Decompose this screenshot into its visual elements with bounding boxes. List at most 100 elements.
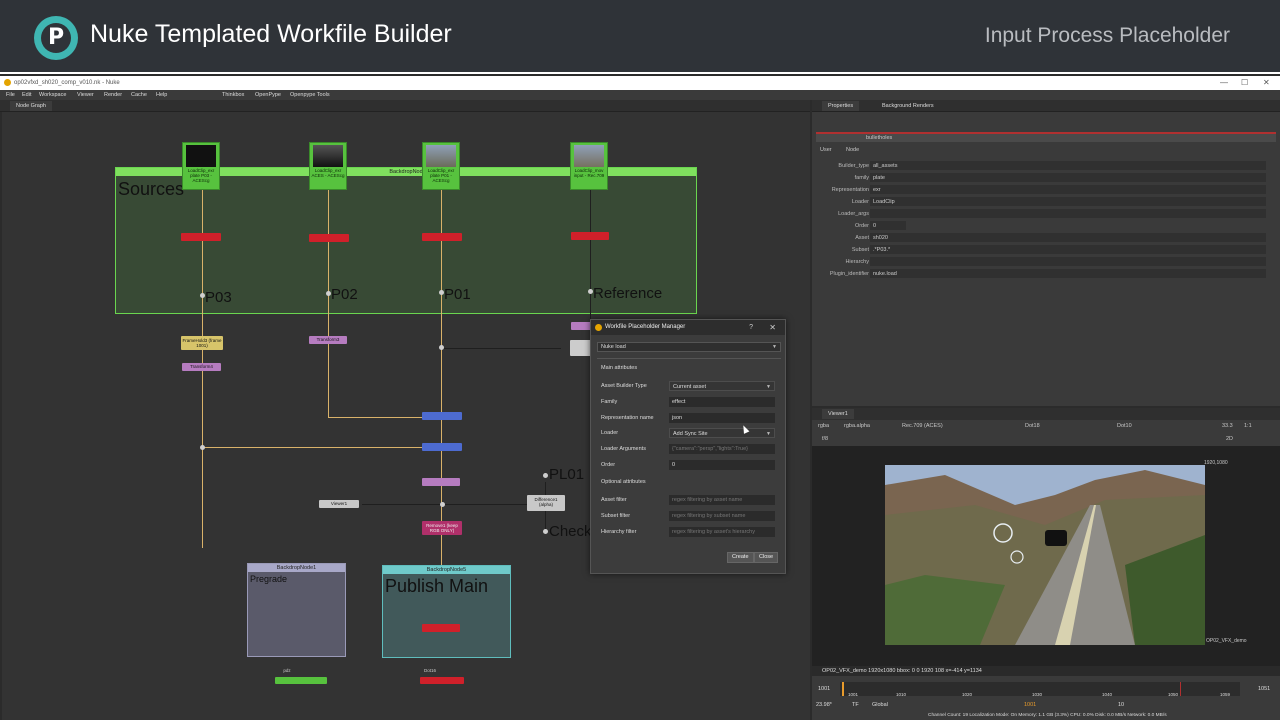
dot-p02[interactable] xyxy=(326,291,331,296)
menu-openpype[interactable]: OpenPype xyxy=(255,92,281,98)
close-button[interactable]: Close xyxy=(754,552,779,563)
zoom-dropdown[interactable]: 33.3 xyxy=(1222,423,1233,429)
red-node-p03[interactable] xyxy=(181,233,221,241)
dot-viewer[interactable] xyxy=(440,502,445,507)
menu-cache[interactable]: Cache xyxy=(131,92,147,98)
view-mode-dropdown[interactable]: 2D xyxy=(1226,436,1234,442)
transform-out-node[interactable] xyxy=(422,478,460,486)
tick: 1050 xyxy=(1168,692,1179,697)
menu-render[interactable]: Render xyxy=(104,92,123,98)
lut-dropdown[interactable]: Rec.709 (ACES) xyxy=(902,423,943,429)
red-node-p01[interactable] xyxy=(422,233,462,241)
red-node-reference[interactable] xyxy=(571,232,609,240)
hierarchy-filter-input[interactable]: regex filtering by asset's hierarchy xyxy=(669,527,775,537)
maximize-button[interactable]: ☐ xyxy=(1241,78,1249,87)
transform3-node[interactable]: Transform3 xyxy=(309,336,347,344)
tab-properties[interactable]: Properties xyxy=(822,101,860,111)
workfile-placeholder-manager-dialog: Workfile Placeholder Manager ? ✕ Nuke lo… xyxy=(590,319,786,574)
loader-arguments-input[interactable]: {"camera":"persp","lights":True} xyxy=(669,444,775,454)
dot-p03-merge[interactable] xyxy=(200,445,205,450)
backdrop-pregrade[interactable]: BackdropNode1 Pregrade xyxy=(247,563,346,657)
frame-fraction[interactable]: f/8 xyxy=(822,436,829,442)
viewer-panel[interactable]: 1920,1080 OP02_VFX_demo xyxy=(812,446,1280,666)
tab-user[interactable]: User xyxy=(820,147,832,153)
minimize-button[interactable]: — xyxy=(1220,78,1228,87)
a-input-dropdown[interactable]: Dot18 xyxy=(1025,423,1040,429)
ratio-dropdown[interactable]: 1:1 xyxy=(1244,423,1252,429)
dot-pl01[interactable] xyxy=(543,473,548,478)
node-name-field[interactable]: bulletholes xyxy=(866,135,893,141)
tick: 1001 xyxy=(848,692,859,697)
merge-node-1[interactable] xyxy=(422,412,462,420)
field-asset-builder-type: Asset Builder Type Current asset▼ xyxy=(601,381,779,391)
representation-input[interactable]: json xyxy=(669,413,775,423)
fps-dropdown[interactable]: 23.98* xyxy=(816,702,832,708)
timeline-end[interactable]: 1051 xyxy=(1258,686,1271,692)
transform4-node[interactable]: Transform4 xyxy=(182,363,221,371)
write-node-publish[interactable] xyxy=(422,624,460,632)
viewer1-node[interactable]: Viewer1 xyxy=(319,500,359,508)
subset-filter-input[interactable]: regex filtering by subset name xyxy=(669,511,775,521)
wire-merge-p03 xyxy=(202,447,442,448)
remove-node[interactable]: Remove1 (keep RGB ONLY) xyxy=(422,521,462,535)
label-pl01: PL01 xyxy=(549,466,585,483)
tab-viewer1[interactable]: Viewer1 xyxy=(822,409,854,419)
order-input[interactable]: 0 xyxy=(669,460,775,470)
bottom-loader-node[interactable] xyxy=(275,677,327,684)
dot-reference[interactable] xyxy=(588,289,593,294)
difference-node[interactable]: Difference1 (alpha) xyxy=(527,495,565,511)
asset-builder-type-combo[interactable]: Current asset▼ xyxy=(669,381,775,391)
format-label: OP02_VFX_demo xyxy=(1206,638,1247,644)
b-input-dropdown[interactable]: Dot10 xyxy=(1117,423,1132,429)
menu-thinkbox[interactable]: Thinkbox xyxy=(222,92,245,98)
menu-bar: File Edit Workspace Viewer Render Cache … xyxy=(0,90,1280,100)
asset-filter-input[interactable]: regex filtering by asset name xyxy=(669,495,775,505)
dot-merge-1[interactable] xyxy=(439,345,444,350)
viewer-tabbar: Viewer1 xyxy=(812,408,1280,420)
menu-viewer[interactable]: Viewer xyxy=(77,92,94,98)
bottom-write-node[interactable] xyxy=(420,677,464,684)
wire-p01 xyxy=(441,188,442,568)
family-input[interactable]: effect xyxy=(669,397,775,407)
framehold-node[interactable]: FrameHold3 (frame 1001) xyxy=(181,336,223,350)
out-marker xyxy=(1180,682,1181,696)
menu-edit[interactable]: Edit xyxy=(22,92,32,98)
alpha-dropdown[interactable]: rgba.alpha xyxy=(844,423,870,429)
backdrop-publish-main[interactable]: BackdropNode5 Publish Main xyxy=(382,565,511,658)
wire-to-difference xyxy=(442,504,532,505)
red-node-p02[interactable] xyxy=(309,234,349,242)
tab-node[interactable]: Node xyxy=(846,147,860,153)
tab-node-graph[interactable]: Node Graph xyxy=(10,101,52,111)
close-dialog-icon[interactable]: ✕ xyxy=(769,323,776,332)
playhead[interactable] xyxy=(842,682,844,696)
placeholder-type-select[interactable]: Nuke load ▼ xyxy=(597,342,781,352)
close-window-button[interactable]: ✕ xyxy=(1263,78,1270,87)
create-button[interactable]: Create xyxy=(727,552,754,563)
timeline-start[interactable]: 1001 xyxy=(818,686,831,692)
channels-dropdown[interactable]: rgba xyxy=(818,423,830,429)
step-field[interactable]: 10 xyxy=(1118,702,1125,708)
help-button[interactable]: ? xyxy=(749,324,753,331)
menu-openpype-tools[interactable]: Openpype Tools xyxy=(290,92,330,98)
global-dropdown[interactable]: Global xyxy=(872,702,888,708)
tab-background-renders[interactable]: Background Renders xyxy=(876,101,940,111)
label-check: Check xyxy=(549,523,592,540)
tf-dropdown[interactable]: TF xyxy=(852,702,859,708)
dot-check[interactable] xyxy=(543,529,548,534)
reference-transform-node[interactable] xyxy=(571,322,593,330)
menu-help[interactable]: Help xyxy=(156,92,168,98)
loader-combo[interactable]: Add Sync Site▼ xyxy=(669,428,775,438)
menu-workspace[interactable]: Workspace xyxy=(39,92,67,98)
timeline-track[interactable] xyxy=(840,682,1240,696)
reference-dream-node[interactable] xyxy=(570,340,592,356)
dot-p03[interactable] xyxy=(200,293,205,298)
menu-file[interactable]: File xyxy=(6,92,15,98)
field-hierarchy-filter: Hierarchy filter regex filtering by asse… xyxy=(601,527,779,537)
merge-node-2[interactable] xyxy=(422,443,462,451)
current-frame-field[interactable]: 1001 xyxy=(1024,702,1037,708)
dot-p01[interactable] xyxy=(439,290,444,295)
